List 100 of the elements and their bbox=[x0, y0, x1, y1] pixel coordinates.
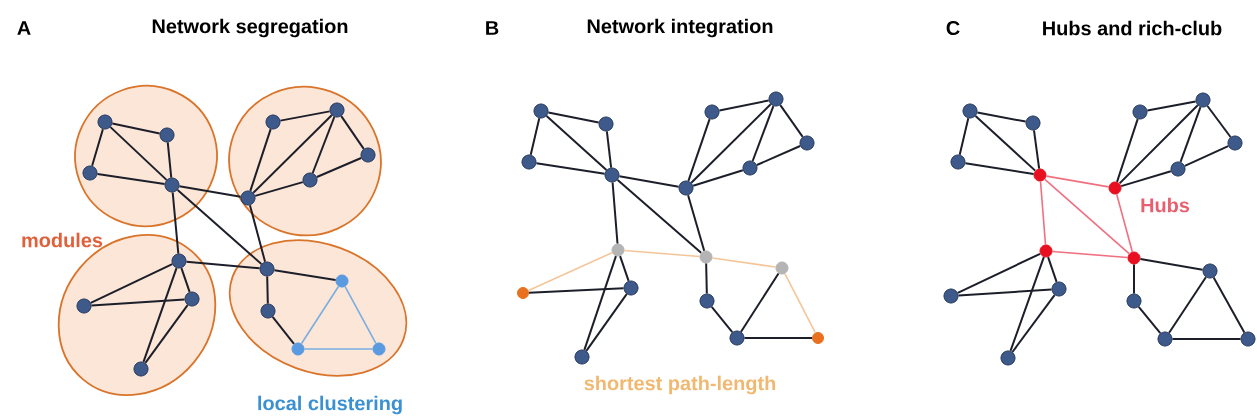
network-dot bbox=[265, 114, 281, 130]
link-line bbox=[1179, 106, 1202, 163]
network-dot bbox=[1195, 92, 1211, 108]
link-line bbox=[779, 104, 804, 138]
link-line bbox=[743, 337, 813, 339]
panel-letter: A bbox=[17, 21, 31, 35]
link-line bbox=[176, 188, 263, 266]
link-line bbox=[311, 116, 336, 174]
link-line bbox=[279, 110, 331, 122]
network-dot bbox=[521, 154, 537, 170]
link-line bbox=[144, 304, 189, 364]
module-ellipse bbox=[74, 85, 218, 227]
link-line bbox=[1146, 100, 1197, 112]
panel-letter: B bbox=[486, 21, 499, 35]
link-line bbox=[529, 117, 541, 156]
link-line bbox=[1118, 104, 1199, 185]
link-line bbox=[619, 255, 630, 282]
link-line bbox=[528, 287, 625, 294]
link-line bbox=[974, 115, 1037, 172]
network-dot bbox=[943, 288, 959, 304]
link-line bbox=[1183, 145, 1230, 167]
link-line bbox=[585, 293, 628, 352]
network-dot bbox=[678, 180, 694, 196]
network-dot bbox=[1227, 135, 1243, 151]
link-line bbox=[1044, 178, 1130, 255]
link-line bbox=[618, 175, 680, 188]
link-line bbox=[142, 267, 178, 363]
network-dot bbox=[533, 103, 549, 119]
annotation-label: shortest path-length bbox=[584, 375, 776, 395]
link-line bbox=[300, 285, 340, 345]
link-line bbox=[249, 128, 272, 192]
link-line bbox=[185, 260, 261, 270]
network-dot bbox=[1126, 293, 1142, 309]
link-line bbox=[616, 178, 703, 254]
link-line bbox=[1206, 105, 1232, 138]
link-line bbox=[705, 262, 708, 295]
network-dot bbox=[240, 190, 256, 206]
network-dot bbox=[184, 291, 200, 307]
panel-title: Network integration bbox=[587, 18, 773, 38]
link-line bbox=[180, 267, 191, 293]
link-line bbox=[692, 169, 744, 187]
link-line bbox=[583, 255, 617, 351]
link-line bbox=[109, 126, 168, 181]
network-dot bbox=[1157, 331, 1173, 347]
network-dot bbox=[1025, 115, 1041, 131]
link-line bbox=[958, 117, 970, 156]
link-line bbox=[1133, 263, 1135, 295]
link-line bbox=[1051, 250, 1129, 259]
module-ellipse bbox=[228, 85, 382, 237]
link-line bbox=[690, 103, 772, 184]
panel-title: Network segregation bbox=[152, 18, 348, 38]
link-line bbox=[687, 118, 711, 182]
link-line bbox=[545, 115, 608, 171]
network-dot bbox=[97, 114, 113, 130]
annotation-label: modules bbox=[22, 232, 103, 248]
link-line bbox=[740, 272, 780, 333]
link-line bbox=[710, 305, 734, 334]
network-dot bbox=[574, 349, 590, 365]
network-dot bbox=[699, 293, 715, 309]
network-dot bbox=[360, 147, 376, 163]
link-line bbox=[1212, 276, 1246, 334]
network-dot bbox=[1202, 263, 1218, 279]
network-dot bbox=[742, 160, 758, 176]
link-line bbox=[90, 298, 186, 307]
link-line bbox=[252, 114, 333, 194]
network-dot bbox=[950, 154, 966, 170]
link-line bbox=[1045, 175, 1110, 188]
annotation-label: local clustering bbox=[258, 395, 402, 415]
link-line bbox=[751, 105, 775, 162]
link-line bbox=[271, 315, 295, 345]
link-line bbox=[605, 130, 613, 169]
link-line bbox=[266, 275, 269, 305]
link-line bbox=[1168, 276, 1207, 334]
annotation-label: Hubs bbox=[1141, 197, 1190, 213]
network-dot bbox=[259, 261, 275, 277]
link-line bbox=[1009, 256, 1045, 352]
network-dot bbox=[76, 298, 92, 314]
link-line bbox=[178, 185, 242, 198]
network-dot bbox=[623, 280, 639, 296]
link-line bbox=[623, 249, 701, 258]
network-dot bbox=[1132, 104, 1148, 120]
link-line bbox=[718, 99, 770, 112]
network-dot bbox=[962, 103, 978, 119]
network-dot bbox=[598, 116, 614, 132]
panel-letter: C bbox=[946, 20, 960, 36]
link-line bbox=[784, 273, 817, 334]
network-dot bbox=[171, 253, 187, 269]
network-dot bbox=[729, 330, 745, 346]
link-line bbox=[956, 252, 1042, 294]
network-dot bbox=[799, 135, 815, 151]
link-line bbox=[976, 111, 1027, 123]
link-line bbox=[1137, 305, 1162, 335]
link-line bbox=[273, 269, 337, 281]
link-line bbox=[1033, 129, 1041, 170]
network-dot bbox=[1240, 331, 1256, 347]
link-line bbox=[547, 111, 600, 124]
link-line bbox=[1120, 170, 1172, 188]
network-dot bbox=[1051, 281, 1067, 297]
network-dot bbox=[159, 127, 175, 143]
network-dot bbox=[82, 165, 98, 181]
